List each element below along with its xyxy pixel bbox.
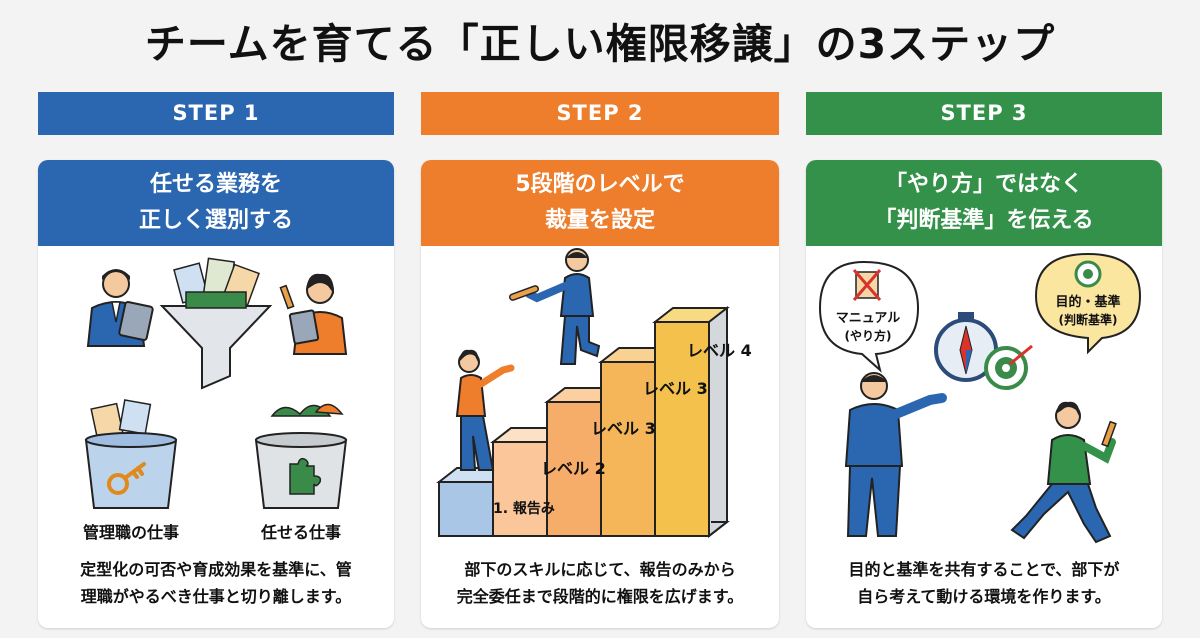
step-3-label: STEP 3 <box>806 92 1162 135</box>
step-2-label: STEP 2 <box>421 92 779 135</box>
step-1-illustration: 管理職の仕事 任せる仕事 <box>83 257 348 542</box>
criteria-bubble-icon <box>1034 252 1142 355</box>
step-3-description: 目的と基準を共有することで、部下が 自ら考えて動ける環境を作ります。 <box>848 560 1120 606</box>
manual-label: マニュアル <box>836 311 901 326</box>
step-1-card: 任せる業務を 正しく選別する <box>38 160 394 628</box>
staff-figure-icon <box>455 349 515 471</box>
step-1-label: STEP 1 <box>38 92 394 135</box>
manager-bucket-icon <box>84 399 178 509</box>
manager-figure-icon <box>844 372 947 537</box>
step-3-card: 「やり方」ではなく 「判断基準」を伝える マニュアル (やり方) 目的・基準 (… <box>806 160 1162 628</box>
delegate-bucket-icon <box>254 403 348 509</box>
step-1-heading: 任せる業務を 正しく選別する <box>38 160 394 246</box>
step-2-card: 5段階のレベルで 裁量を設定 <box>421 160 779 628</box>
level-1-label: 1. 報告み <box>493 500 555 517</box>
delegate-work-label: 任せる仕事 <box>260 523 341 542</box>
staff-figure-icon <box>1010 401 1117 544</box>
step-1-column: STEP 1 任せる業務を 正しく選別する <box>38 92 394 628</box>
target-icon <box>984 344 1033 390</box>
step-2-description: 部下のスキルに応じて、報告のみから 完全委任まで段階的に権限を広げます。 <box>456 560 744 606</box>
staff-figure-icon <box>279 273 348 355</box>
level-4-label: レベル 4 <box>687 341 752 360</box>
page-title: チームを育てる「正しい権限移譲」の3ステップ <box>144 20 1056 68</box>
manager-figure-icon <box>508 248 601 365</box>
step-2-illustration: 1. 報告み レベル 2 レベル 3 レベル 3 レベル 4 <box>436 248 752 539</box>
criteria-sub-label: (判断基準) <box>1059 312 1118 327</box>
step-2-heading: 5段階のレベルで 裁量を設定 <box>421 160 779 246</box>
criteria-label: 目的・基準 <box>1055 294 1120 310</box>
funnel-icon <box>159 257 273 390</box>
step-3-illustration: マニュアル (やり方) 目的・基準 (判断基準) <box>818 252 1142 544</box>
step-3-column: STEP 3 「やり方」ではなく 「判断基準」を伝える マニュアル (やり方) … <box>806 92 1162 628</box>
level-3a-label: レベル 3 <box>591 419 656 438</box>
step-3-heading: 「やり方」ではなく 「判断基準」を伝える <box>806 160 1162 246</box>
staircase-icon <box>436 305 730 539</box>
manager-work-label: 管理職の仕事 <box>83 523 179 542</box>
compass-icon <box>934 312 998 382</box>
manual-bubble-icon <box>818 260 920 373</box>
step-1-description: 定型化の可否や育成効果を基準に、管 理職がやるべき仕事と切り離します。 <box>80 560 352 606</box>
level-2-label: レベル 2 <box>541 459 606 478</box>
level-3b-label: レベル 3 <box>643 379 708 398</box>
manager-figure-icon <box>86 269 154 347</box>
step-2-column: STEP 2 5段階のレベルで 裁量を設定 <box>421 92 779 628</box>
manual-sub-label: (やり方) <box>845 328 892 343</box>
